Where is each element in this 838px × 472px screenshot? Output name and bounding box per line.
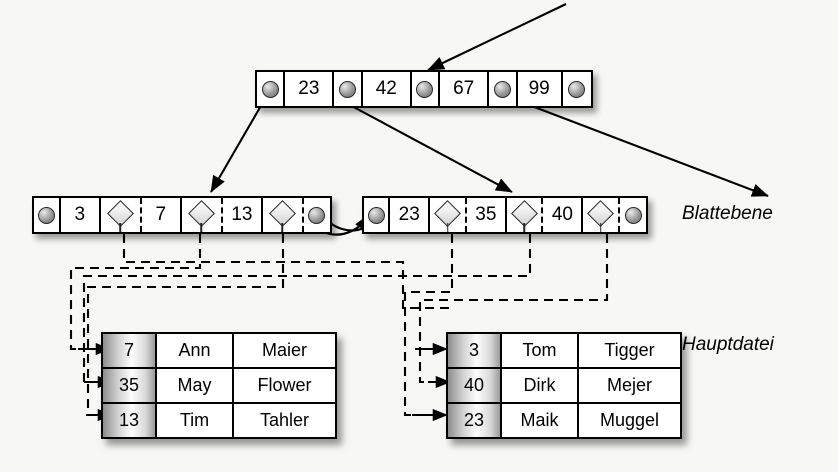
ball-pointer-icon	[37, 206, 55, 224]
leaf-left-record-pointer-1[interactable]	[182, 198, 223, 232]
main-file-table-left[interactable]: 7 Ann Maier 35 May Flower 13 Tim Tahler	[101, 332, 337, 439]
leaf-left-pointer-next[interactable]	[303, 198, 330, 232]
table-row[interactable]: 35 May Flower	[103, 369, 335, 404]
leaf-left-key-0[interactable]: 3	[60, 198, 102, 232]
root-pointer-0[interactable]	[257, 72, 286, 106]
leaf-left-key-1[interactable]: 7	[141, 198, 183, 232]
arrow-into-root	[427, 3, 567, 71]
table-cell-last-name: Maier	[234, 334, 335, 367]
ball-pointer-icon	[416, 80, 434, 98]
leaf-left-record-pointer-2[interactable]	[263, 198, 304, 232]
dashed-pointer-key-23	[403, 234, 454, 417]
dashed-pointer-key-3	[122, 234, 450, 310]
root-key-2[interactable]: 67	[440, 72, 490, 106]
diamond-record-pointer-icon	[583, 198, 618, 232]
table-cell-first-name: May	[157, 369, 234, 402]
table-row[interactable]: 3 Tom Tigger	[448, 334, 680, 369]
table-cell-first-name: Tom	[502, 334, 579, 367]
root-key-0[interactable]: 23	[285, 72, 335, 106]
table-cell-first-name: Dirk	[502, 369, 579, 402]
caption-leaf-level: Blattebene	[682, 203, 773, 224]
root-key-1[interactable]: 42	[362, 72, 412, 106]
leaf-right-key-0[interactable]: 23	[390, 198, 431, 232]
table-cell-last-name: Tahler	[234, 404, 335, 437]
leaf-right-key-1[interactable]: 35	[466, 198, 507, 232]
leaf-right-pointer-next[interactable]	[620, 198, 646, 232]
table-row[interactable]: 40 Dirk Mejer	[448, 369, 680, 404]
table-row[interactable]: 23 Maik Muggel	[448, 404, 680, 437]
root-pointer-4[interactable]	[562, 72, 592, 106]
table-cell-last-name: Flower	[234, 369, 335, 402]
arrow-root-to-leaf-left	[210, 103, 263, 193]
table-cell-last-name: Muggel	[579, 404, 680, 437]
arrow-root-to-next-level	[515, 99, 769, 197]
leaf-right-record-pointer-0[interactable]	[430, 198, 467, 232]
root-key-3[interactable]: 99	[517, 72, 563, 106]
leaf-right-pointer-prev[interactable]	[364, 198, 391, 232]
diamond-record-pointer-icon	[101, 198, 140, 232]
table-cell-key: 7	[103, 334, 157, 367]
ball-pointer-icon	[493, 80, 511, 98]
table-cell-key: 35	[103, 369, 157, 402]
ball-pointer-icon	[339, 80, 357, 98]
table-cell-key: 3	[448, 334, 502, 367]
ball-pointer-icon	[624, 206, 642, 224]
leaf-node-left[interactable]: 3 7 13	[32, 196, 332, 234]
table-cell-last-name: Mejer	[579, 369, 680, 402]
diamond-record-pointer-icon	[507, 198, 542, 232]
table-cell-last-name: Tigger	[579, 334, 680, 367]
leaf-left-pointer-prev[interactable]	[34, 198, 61, 232]
ball-pointer-icon	[308, 206, 326, 224]
table-cell-key: 23	[448, 404, 502, 437]
caption-main-file: Hauptdatei	[682, 334, 774, 355]
diamond-record-pointer-icon	[182, 198, 221, 232]
table-cell-first-name: Tim	[157, 404, 234, 437]
diamond-record-pointer-icon	[263, 198, 302, 232]
ball-pointer-icon	[568, 80, 586, 98]
table-cell-key: 40	[448, 369, 502, 402]
ball-pointer-icon	[261, 80, 279, 98]
table-row[interactable]: 7 Ann Maier	[103, 334, 335, 369]
leaf-left-key-2[interactable]: 13	[222, 198, 264, 232]
root-pointer-3[interactable]	[489, 72, 518, 106]
root-index-node[interactable]: 23 42 67 99	[255, 70, 593, 108]
arrow-root-to-leaf-right	[347, 103, 513, 193]
root-pointer-1[interactable]	[334, 72, 363, 106]
table-cell-first-name: Ann	[157, 334, 234, 367]
leaf-left-record-pointer-0[interactable]	[101, 198, 142, 232]
table-cell-key: 13	[103, 404, 157, 437]
table-cell-first-name: Maik	[502, 404, 579, 437]
dashed-pointer-key-35	[82, 234, 532, 384]
root-pointer-2[interactable]	[411, 72, 441, 106]
dashed-pointer-key-7	[69, 234, 202, 351]
ball-pointer-icon	[367, 206, 385, 224]
main-file-table-right[interactable]: 3 Tom Tigger 40 Dirk Mejer 23 Maik Mugge…	[446, 332, 682, 439]
leaf-right-record-pointer-2[interactable]	[583, 198, 621, 232]
table-row[interactable]: 13 Tim Tahler	[103, 404, 335, 437]
leaf-right-key-2[interactable]: 40	[543, 198, 584, 232]
leaf-node-right[interactable]: 23 35 40	[362, 196, 648, 234]
diamond-record-pointer-icon	[430, 198, 465, 232]
leaf-right-record-pointer-1[interactable]	[506, 198, 544, 232]
